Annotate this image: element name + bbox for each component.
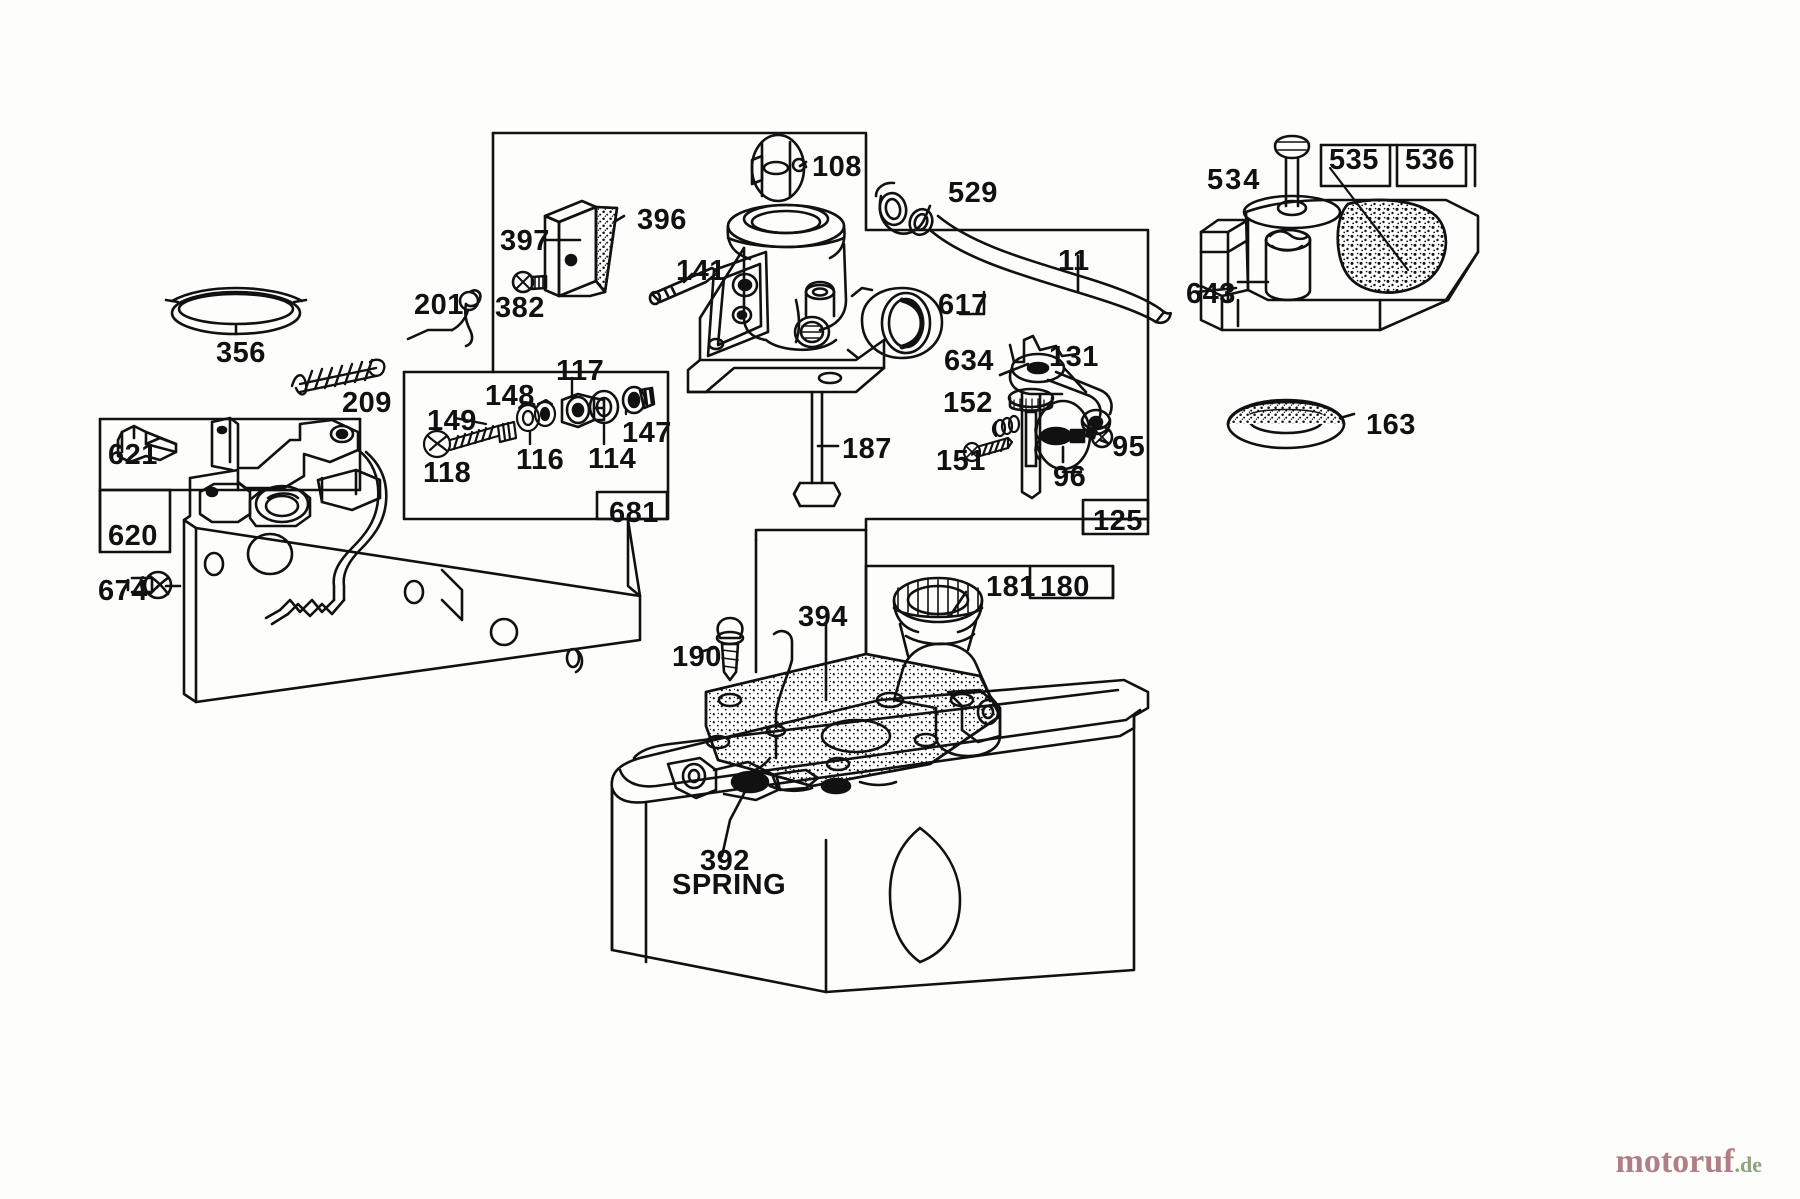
callout-201: 201 — [414, 289, 464, 321]
callout-356: 356 — [216, 337, 266, 369]
callout-147: 147 — [622, 417, 672, 449]
callout-621: 621 — [108, 439, 158, 471]
callout-11: 11 — [1058, 245, 1090, 277]
callout-131: 131 — [1049, 341, 1099, 373]
callout-535: 535 — [1329, 144, 1379, 176]
callout-617: 617 — [938, 289, 988, 321]
callout-148: 148 — [485, 380, 535, 412]
callout-116: 116 — [516, 444, 565, 476]
watermark-main: motoruf — [1615, 1143, 1735, 1180]
callout-125: 125 — [1093, 505, 1143, 537]
callout-118: 118 — [423, 457, 472, 489]
callout-108: 108 — [812, 151, 862, 183]
callout-634: 634 — [944, 345, 994, 377]
callout-180: 180 — [1040, 571, 1090, 603]
callout-394: 394 — [798, 601, 848, 633]
callout-620: 620 — [108, 520, 158, 552]
callout-382: 382 — [495, 292, 545, 324]
callout-96: 96 — [1053, 461, 1087, 493]
callout-529: 529 — [948, 177, 998, 209]
callout-396: 396 — [637, 204, 687, 236]
callout-181: 181 — [986, 571, 1036, 603]
callout-141: 141 — [676, 255, 726, 287]
callout-151: 151 — [936, 445, 986, 477]
callout-149: 149 — [427, 405, 477, 437]
callout-674: 674 — [98, 575, 148, 607]
callout-163: 163 — [1366, 409, 1416, 441]
callout-209: 209 — [342, 387, 392, 419]
callout-190: 190 — [672, 641, 722, 673]
callout-643: 643 — [1186, 278, 1236, 310]
callout-536: 536 — [1405, 144, 1455, 176]
callout-534: 534 — [1207, 164, 1262, 196]
callout-117: 117 — [556, 355, 605, 387]
callout-95: 95 — [1112, 431, 1146, 463]
watermark: motoruf.de — [1616, 1143, 1762, 1181]
callout-392-spring-word: SPRING — [672, 869, 787, 901]
watermark-suffix: .de — [1734, 1152, 1763, 1177]
callout-681: 681 — [609, 497, 659, 529]
callout-152: 152 — [943, 387, 993, 419]
callout-114: 114 — [588, 443, 637, 475]
callout-187: 187 — [842, 433, 892, 465]
callout-392: 392 — [700, 845, 750, 877]
callout-397: 397 — [500, 225, 550, 257]
